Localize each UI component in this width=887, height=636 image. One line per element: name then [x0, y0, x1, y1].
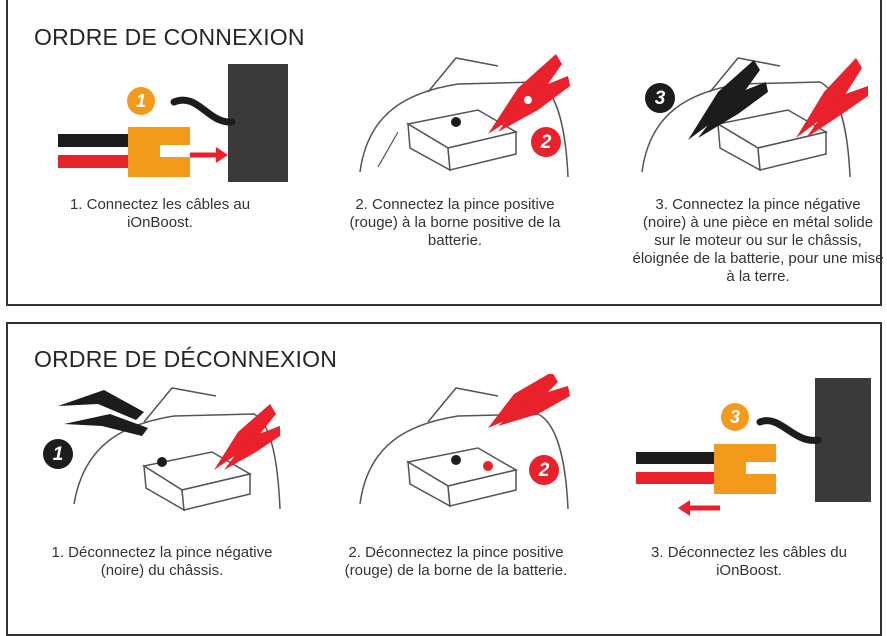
step-2-badge: 2: [529, 455, 559, 485]
red-cable: [636, 472, 716, 484]
red-clamp: [488, 374, 558, 428]
remove-arrow: [678, 500, 690, 516]
black-clamp: [58, 390, 144, 420]
connect-step-1-caption: 1. Connectez les câbles au iOnBoost.: [69, 196, 251, 231]
disconnect-step-1-caption: 1. Déconnectez la pince négative (noire)…: [51, 544, 273, 579]
svg-text:2: 2: [540, 132, 552, 153]
cable-connector-illustration: [58, 64, 288, 182]
connect-step-3: 3 3. Connectez la pince négative (noire)…: [620, 52, 884, 302]
svg-text:3: 3: [730, 407, 740, 427]
black-clamp: [688, 60, 760, 140]
step-2-badge: 2: [531, 127, 561, 157]
connection-panel: ORDRE DE CONNEXION 1 1. Connectez les câ…: [6, 0, 884, 306]
connect-step-1: 1 1. Connectez les câbles au iOnBoost.: [48, 52, 288, 302]
black-cable: [636, 452, 716, 464]
battery-red-clamp-illustration: [359, 54, 570, 178]
svg-text:2: 2: [538, 460, 550, 481]
step-3-badge: 3: [721, 403, 749, 431]
connect-step-2: 2 2. Connectez la pince positive (rouge)…: [338, 52, 578, 302]
disconnect-step-2-caption: 2. Déconnectez la pince positive (rouge)…: [344, 544, 568, 579]
disconnection-title: ORDRE DE DÉCONNEXION: [34, 346, 338, 372]
connect-step-2-caption: 2. Connectez la pince positive (rouge) à…: [349, 196, 561, 249]
step-1-badge: 1: [127, 87, 155, 115]
disconnect-step-1: 1 1. Déconnectez la pince négative (noir…: [43, 374, 284, 614]
disconnect-step-3-caption: 3. Déconnectez les câbles du iOnBoost.: [651, 544, 847, 579]
disconnect-step-3: 3 3. Déconnectez les câbles du iOnBoost.: [630, 374, 871, 614]
svg-text:1: 1: [53, 444, 64, 465]
svg-text:3: 3: [655, 88, 666, 109]
booster-device: [815, 378, 871, 502]
step-3-badge: 3: [645, 83, 675, 113]
unplug-cable-illustration: [636, 378, 871, 516]
red-clamp: [488, 54, 562, 134]
connect-step-3-caption: 3. Connectez la pince négative (noire) à…: [632, 196, 884, 285]
red-cable: [58, 155, 130, 168]
booster-device: [228, 64, 288, 182]
black-cable: [58, 134, 130, 147]
insert-arrow: [216, 147, 228, 163]
remove-black-clamp-illustration: [58, 387, 281, 512]
svg-text:1: 1: [136, 91, 146, 111]
chassis-black-clamp-illustration: [641, 57, 868, 178]
step-1-badge: 1: [43, 439, 73, 469]
disconnect-step-2: 2 2. Déconnectez la pince positive (roug…: [338, 374, 578, 614]
disconnection-panel: ORDRE DE DÉCONNEXION 1 1. Déconnectez la…: [6, 322, 882, 636]
remove-red-clamp-illustration: [359, 374, 570, 510]
connection-title: ORDRE DE CONNEXION: [34, 24, 305, 50]
